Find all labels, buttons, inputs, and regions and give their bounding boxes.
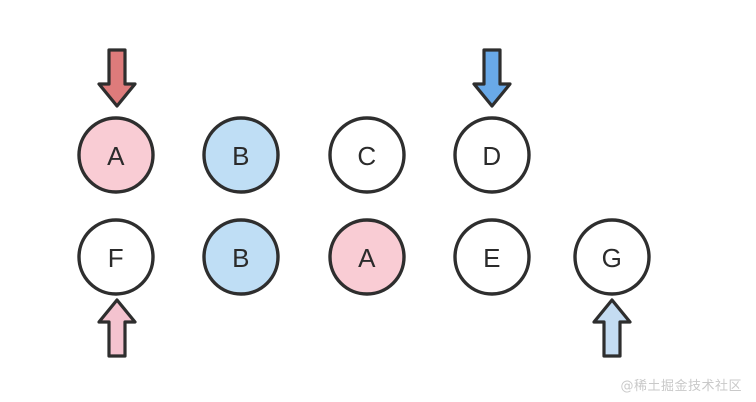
- node-circle[interactable]: [453, 218, 531, 296]
- arrow-down-red: [97, 48, 137, 108]
- arrow-up-pink: [97, 298, 137, 358]
- watermark-label: @稀土掘金技术社区: [620, 379, 742, 394]
- node-f[interactable]: F: [77, 218, 155, 296]
- node-circle[interactable]: [202, 218, 280, 296]
- node-circle[interactable]: [202, 116, 280, 194]
- top-row: A B C D: [77, 116, 531, 194]
- node-e[interactable]: E: [453, 218, 531, 296]
- arrow-up-lightblue: [592, 298, 632, 358]
- node-a[interactable]: A: [77, 116, 155, 194]
- node-circle[interactable]: [573, 218, 651, 296]
- node-label: A: [358, 243, 376, 273]
- node-label: B: [232, 141, 250, 171]
- node-circle[interactable]: [77, 218, 155, 296]
- node-label: D: [482, 141, 501, 171]
- node-circle[interactable]: [328, 218, 406, 296]
- arrow-up-icon: [97, 298, 137, 358]
- node-label: B: [232, 243, 250, 273]
- arrow-up-icon: [592, 298, 632, 358]
- arrow-down-icon: [97, 48, 137, 108]
- node-circle[interactable]: [328, 116, 406, 194]
- node-label: C: [357, 141, 376, 171]
- node-circle[interactable]: [453, 116, 531, 194]
- node-c[interactable]: C: [328, 116, 406, 194]
- node-d[interactable]: D: [453, 116, 531, 194]
- node-b[interactable]: B: [202, 116, 280, 194]
- arrow-down-blue: [472, 48, 512, 108]
- node-a[interactable]: A: [328, 218, 406, 296]
- node-label: E: [483, 243, 501, 273]
- arrow-down-icon: [472, 48, 512, 108]
- node-b[interactable]: B: [202, 218, 280, 296]
- node-g[interactable]: G: [573, 218, 651, 296]
- node-label: G: [602, 243, 623, 273]
- node-circle[interactable]: [77, 116, 155, 194]
- node-label: F: [108, 243, 124, 273]
- node-label: A: [107, 141, 125, 171]
